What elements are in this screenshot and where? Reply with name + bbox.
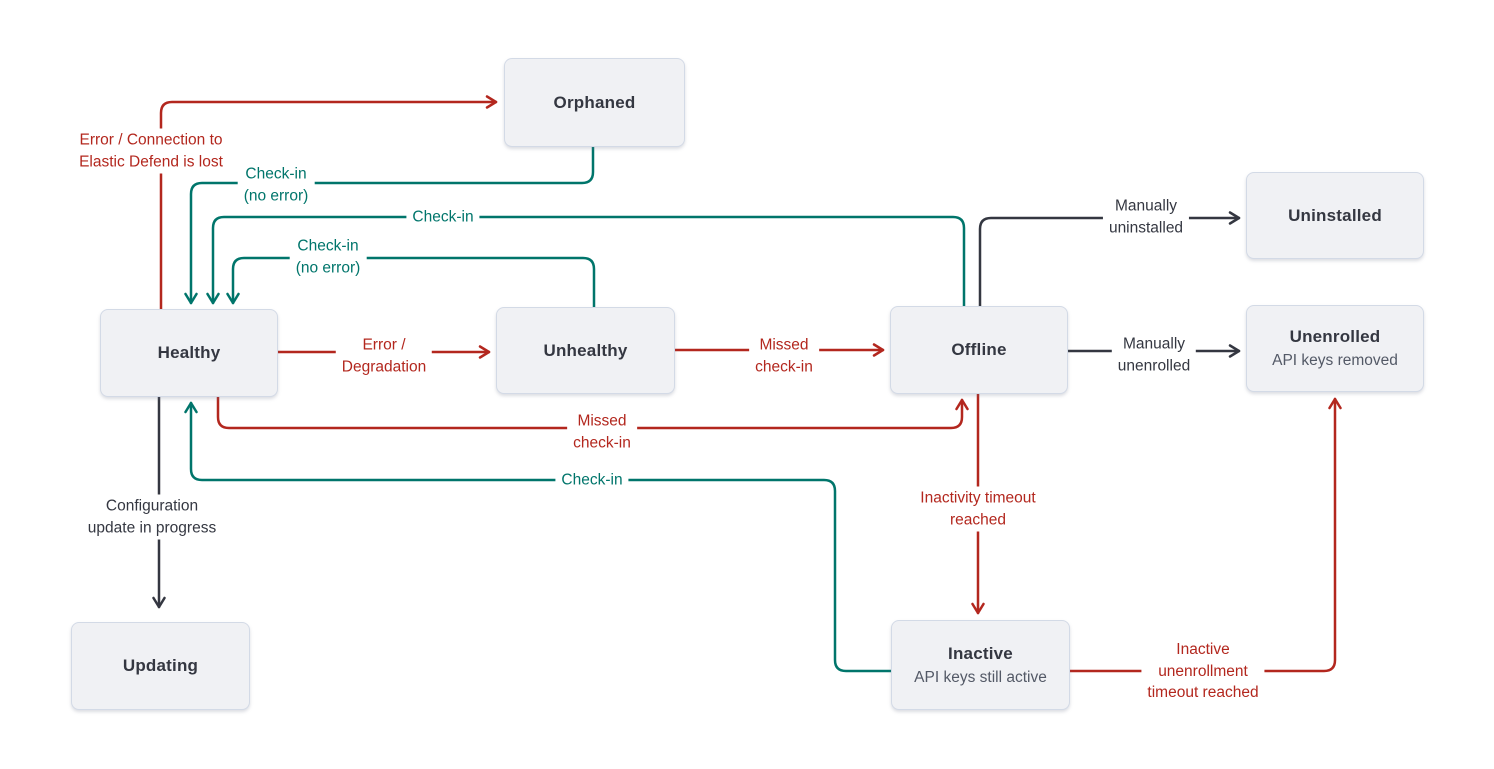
edge-inactive-to-healthy-checkin xyxy=(184,401,893,673)
state-node-orphaned: Orphaned xyxy=(504,58,685,147)
edge-label-manually-uninstalled: Manually uninstalled xyxy=(1102,194,1190,240)
state-node-subtitle: API keys removed xyxy=(1272,352,1398,369)
edge-label-missed-checkin-top: Missed check-in xyxy=(749,333,819,379)
edge-label-line: (no error) xyxy=(295,259,361,276)
edge-label-line: unenrolled xyxy=(1117,357,1191,374)
state-node-title: Unhealthy xyxy=(543,340,628,360)
state-node-title: Offline xyxy=(951,340,1007,359)
edge-label-line: (no error) xyxy=(243,187,309,204)
state-node-title: Updating xyxy=(122,656,199,675)
state-node-title: Uninstalled xyxy=(1288,205,1382,225)
edge-label-line: Check-in xyxy=(561,471,623,489)
state-node-offline: Offline xyxy=(890,306,1068,394)
edge-label-line: check-in xyxy=(573,434,631,451)
edge-label-line: Missed xyxy=(759,336,809,354)
state-node-title: Unenrolled xyxy=(1289,327,1381,346)
edge-label-checkin-no-error-top: Check-in (no error) xyxy=(237,162,315,208)
edge-label-line: unenrollment xyxy=(1158,662,1248,680)
edge-offline-to-healthy-checkin xyxy=(206,215,966,308)
edge-label-line: Configuration xyxy=(105,497,199,515)
state-node-subtitle: API keys still active xyxy=(914,668,1047,686)
state-node-title: Healthy xyxy=(157,343,221,362)
edge-label-manually-unenrolled: Manually unenrolled xyxy=(1111,332,1197,378)
edge-label-line: Check-in xyxy=(245,165,307,183)
edge-label-line: Error / Connection to xyxy=(79,131,223,149)
edge-label-inactivity-timeout: Inactivity timeout reached xyxy=(914,486,1042,532)
state-node-title: Orphaned xyxy=(553,92,636,112)
edge-label-line: Elastic Defend is lost xyxy=(79,153,223,170)
edge-offline-to-uninstalled-manual xyxy=(978,211,1241,308)
edge-label-line: Error / xyxy=(362,336,406,354)
edge-orphaned-to-healthy-checkin xyxy=(184,145,595,305)
edge-label-line: Manually xyxy=(1122,335,1186,353)
edge-label-line: Check-in xyxy=(412,208,474,226)
edge-label-line: Degradation xyxy=(341,358,427,375)
edge-inactive-to-unenrolled-timeout xyxy=(1068,397,1342,673)
edge-label-inactive-unenrollment: Inactive unenrollment timeout reached xyxy=(1141,637,1265,705)
edge-unhealthy-to-healthy-checkin xyxy=(226,256,596,309)
edge-label-line: reached xyxy=(949,511,1006,528)
edge-label-line: Manually xyxy=(1114,197,1178,215)
edge-label-line: uninstalled xyxy=(1108,219,1184,236)
edge-label-line: check-in xyxy=(755,358,813,375)
edge-label-line: Inactive xyxy=(1176,640,1230,658)
edge-label-error-connection-lost: Error / Connection to Elastic Defend is l… xyxy=(73,128,229,174)
edge-label-checkin-from-offline: Check-in xyxy=(406,205,480,229)
edge-label-line: update in progress xyxy=(87,519,217,536)
edge-label-line: Check-in xyxy=(297,237,359,255)
edge-label-line: Missed xyxy=(577,412,627,430)
edge-label-line: timeout reached xyxy=(1147,683,1259,701)
state-node-uninstalled: Uninstalled xyxy=(1246,172,1424,259)
state-node-healthy: Healthy xyxy=(100,309,278,397)
edge-label-checkin-from-inactive: Check-in xyxy=(555,468,629,492)
edge-label-checkin-no-error-mid: Check-in (no error) xyxy=(289,234,367,280)
state-node-title: Inactive xyxy=(948,643,1013,663)
edge-healthy-to-orphaned-error xyxy=(159,95,498,311)
edge-label-configuration-update: Configuration update in progress xyxy=(81,494,223,540)
edge-label-missed-checkin-bottom: Missed check-in xyxy=(567,409,637,455)
state-node-unhealthy: Unhealthy xyxy=(496,307,675,394)
edge-label-error-degradation: Error / Degradation xyxy=(335,333,433,379)
state-node-updating: Updating xyxy=(71,622,250,710)
edge-label-line: Inactivity timeout xyxy=(920,489,1036,507)
